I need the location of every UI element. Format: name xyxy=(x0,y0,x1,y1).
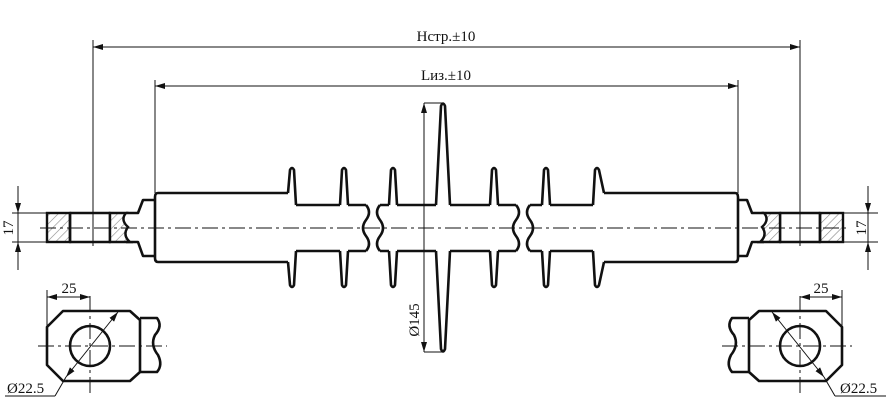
overall-length-dimension: Нстр.±10 xyxy=(92,29,801,246)
overall-length-label: Нстр.±10 xyxy=(417,29,476,45)
sheds xyxy=(286,102,606,353)
left-thickness-dimension: 17 xyxy=(1,186,47,270)
right-hole-diameter-label: Ø22.5 xyxy=(840,381,877,397)
shed xyxy=(488,166,500,289)
right-eye-offset-label: 25 xyxy=(814,281,829,297)
insulator-core xyxy=(153,191,740,264)
right-thickness-label: 17 xyxy=(854,220,870,236)
shed-diameter-dimension: Ø145 xyxy=(407,102,443,353)
shed xyxy=(591,166,606,289)
insulation-length-dimension: Lиз.±10 xyxy=(154,68,739,193)
left-eye-view: 25 Ø22.5 xyxy=(5,281,167,397)
right-eye-view: 25 Ø22.5 xyxy=(722,281,886,397)
right-thickness-dimension: 17 xyxy=(843,186,878,270)
shed xyxy=(387,166,399,289)
left-eye-offset-label: 25 xyxy=(62,281,77,297)
left-hole-diameter-label: Ø22.5 xyxy=(7,381,44,397)
shed xyxy=(338,166,350,289)
shed xyxy=(540,166,552,289)
shed xyxy=(286,166,298,289)
left-thickness-label: 17 xyxy=(1,220,17,236)
shed-diameter-label: Ø145 xyxy=(407,303,423,336)
insulation-length-label: Lиз.±10 xyxy=(421,68,471,84)
